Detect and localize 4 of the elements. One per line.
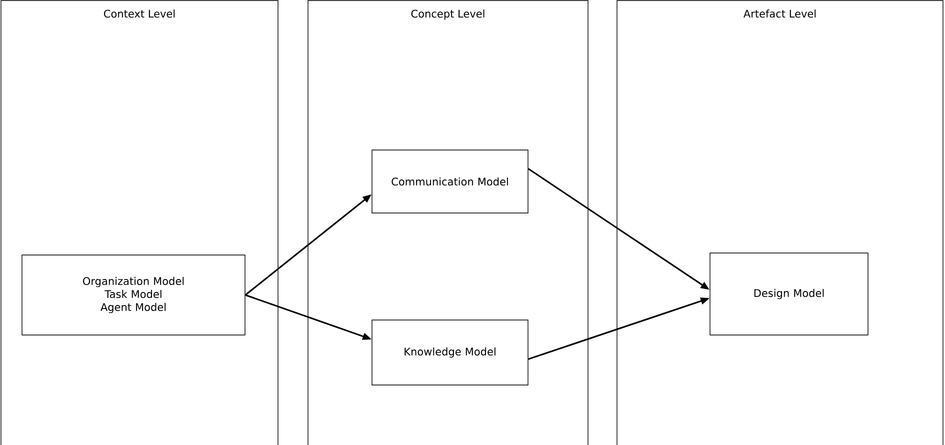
model-box: Design Model	[710, 252, 868, 336]
model-box: Organization Model Task Model Agent Model	[22, 254, 246, 336]
model-box: Communication Model	[372, 150, 528, 214]
model-box: Knowledge Model	[372, 320, 528, 386]
